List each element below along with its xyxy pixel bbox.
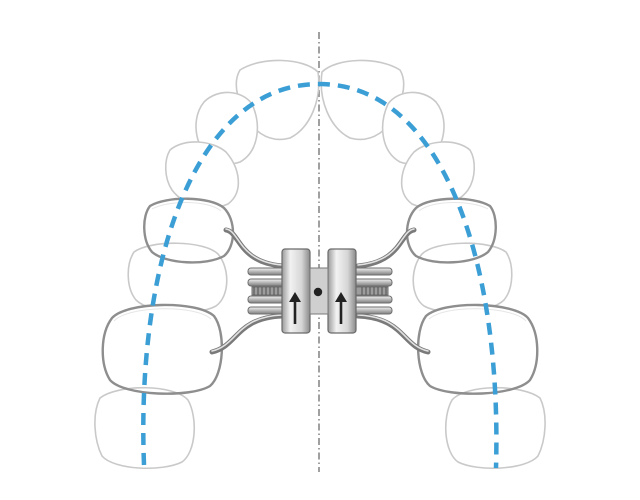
band-premolar-left (143, 197, 235, 264)
band-molar-left (101, 303, 224, 395)
tooth-molar1-right (417, 304, 539, 395)
tooth-molar1-left (101, 304, 223, 395)
up-arrow-icon (335, 292, 347, 324)
screw-key-hole (313, 287, 323, 297)
band-molar-right (416, 303, 539, 395)
up-arrow-icon (289, 292, 301, 324)
bands-right (405, 197, 539, 395)
bands-left (101, 197, 235, 395)
tooth-premolar2-left (127, 242, 228, 314)
teeth-right (320, 59, 546, 470)
expander-screw (281, 248, 357, 334)
arch-form-curve (141, 81, 499, 469)
tooth-canine-right (400, 141, 476, 209)
tooth-molar2-left (94, 386, 196, 470)
expander-arms (209, 227, 431, 355)
band-premolar-right (405, 197, 497, 264)
tooth-premolar2-right (412, 242, 513, 314)
